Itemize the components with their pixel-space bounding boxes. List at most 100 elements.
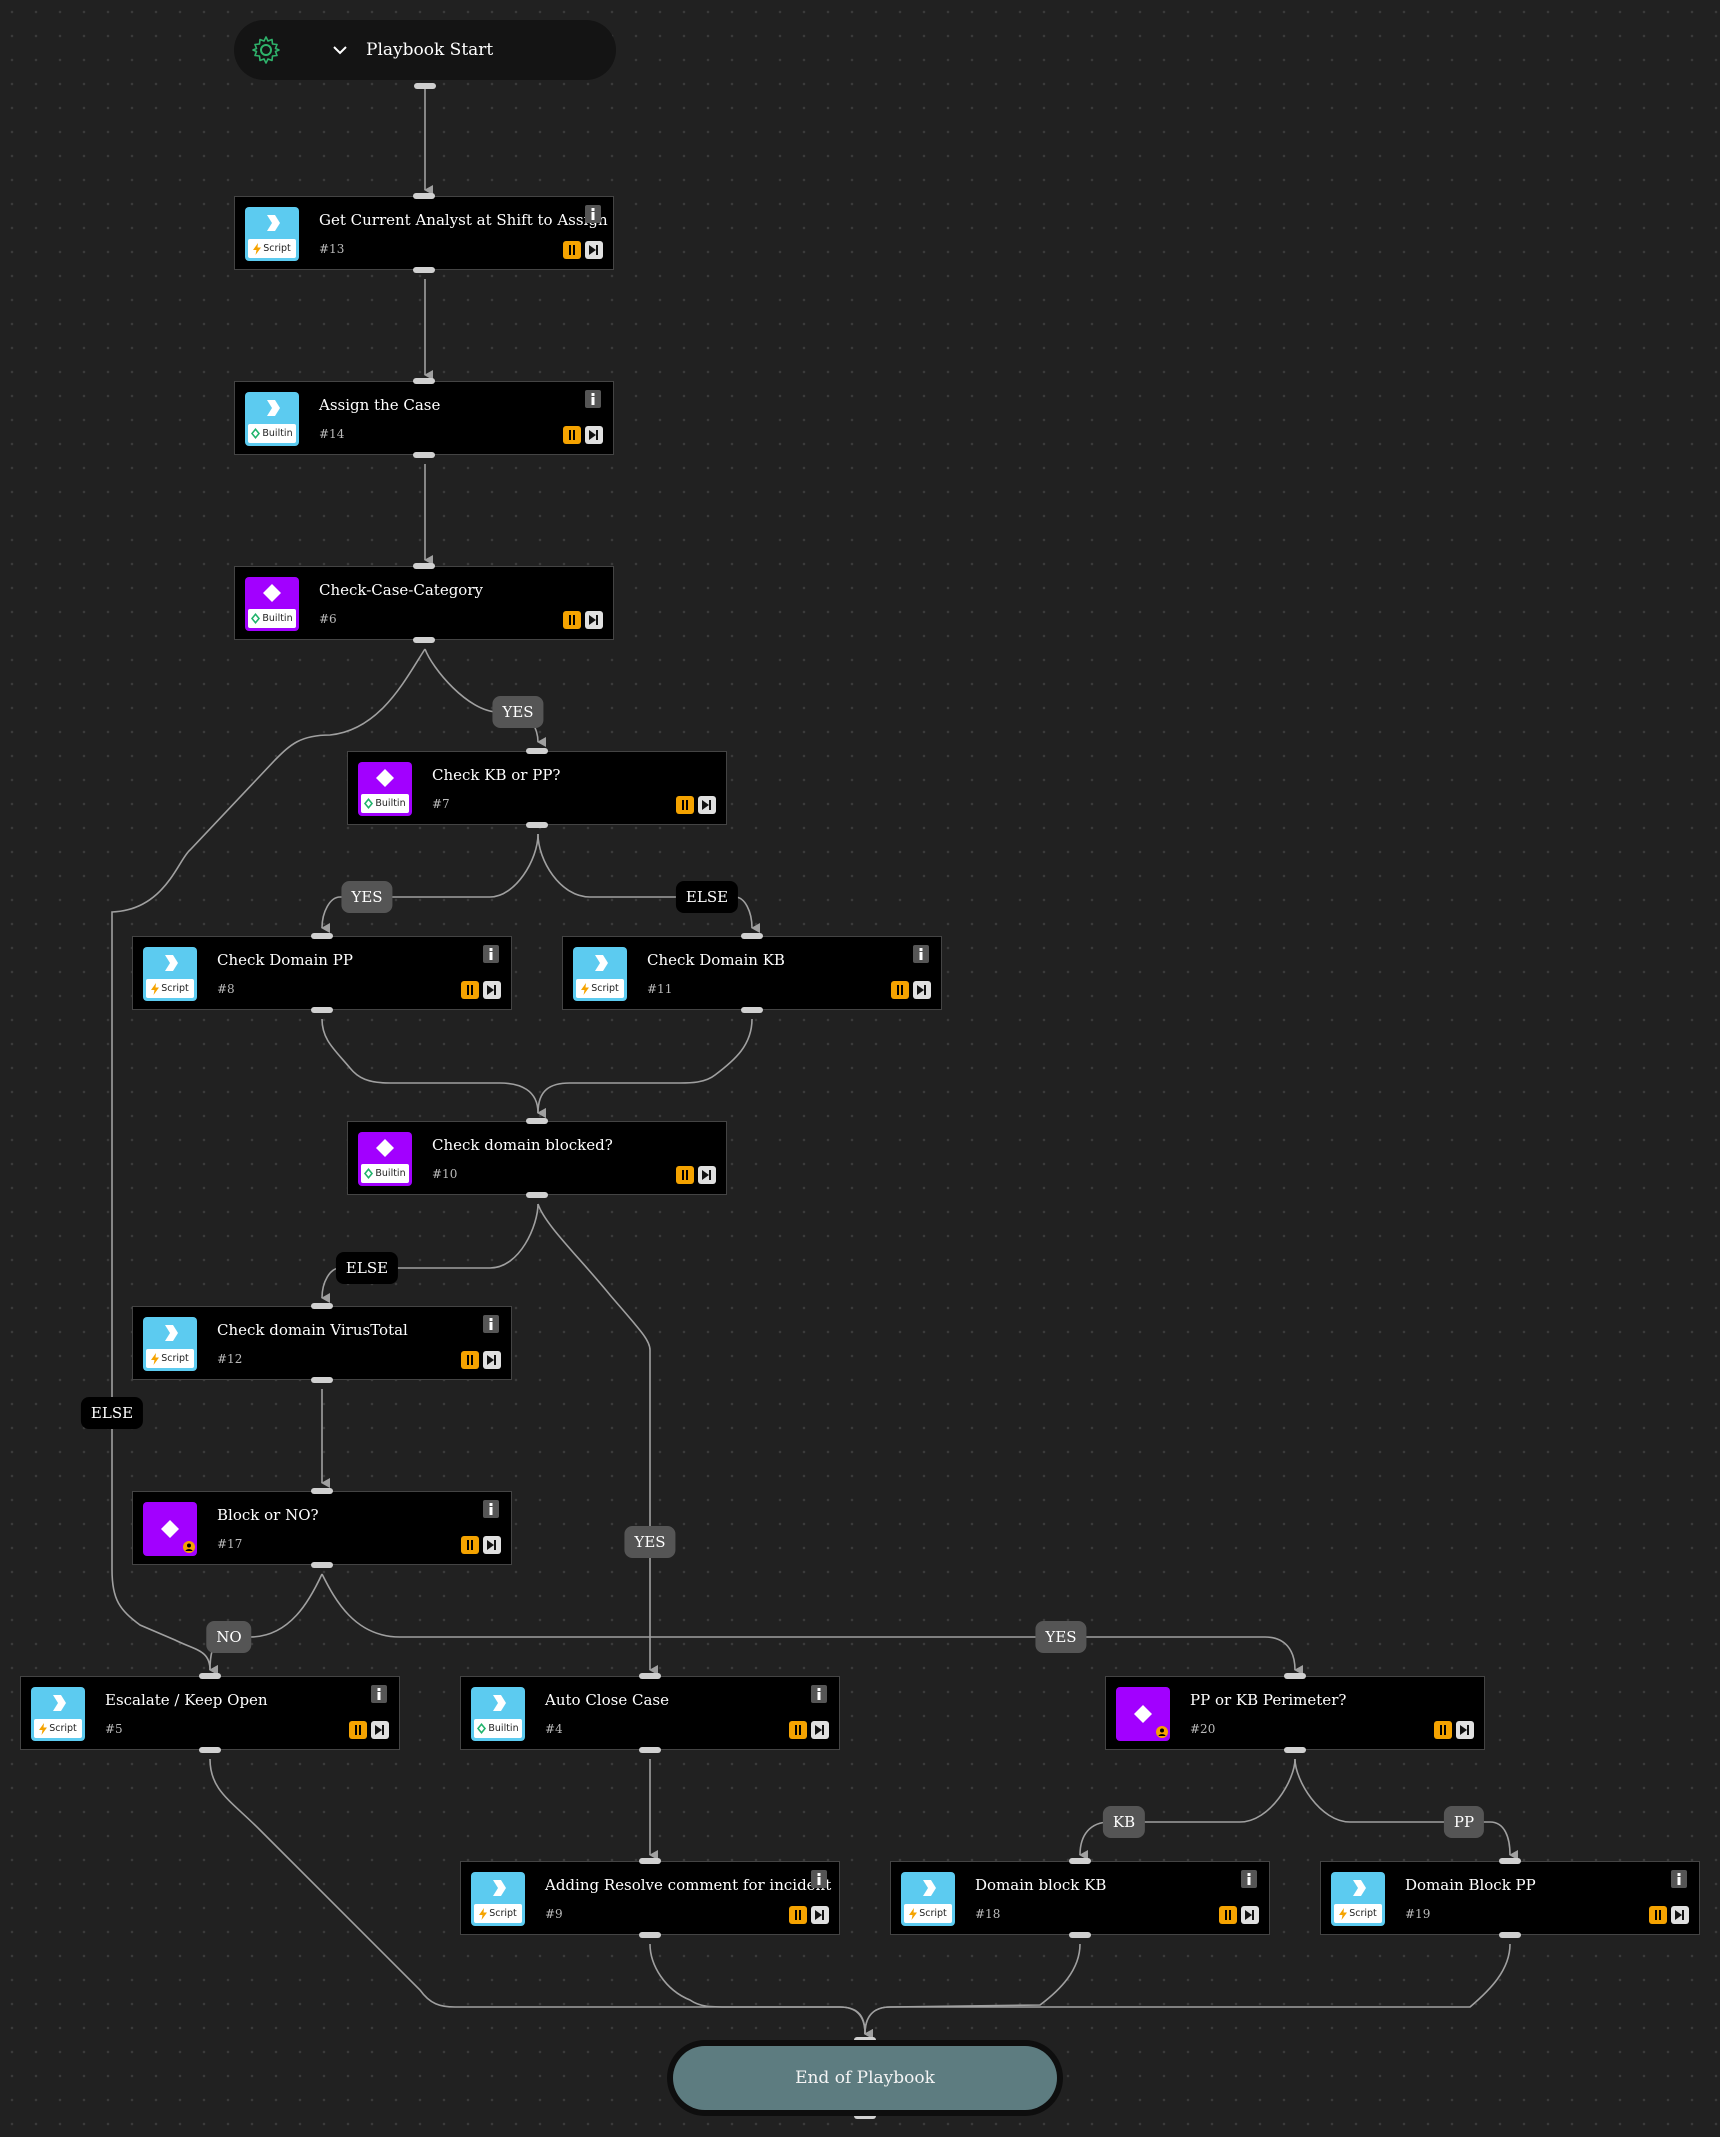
breakpoint-icon[interactable] xyxy=(1434,1721,1452,1739)
info-icon[interactable] xyxy=(1671,1870,1687,1888)
output-port[interactable] xyxy=(1284,1747,1306,1753)
skip-icon[interactable] xyxy=(585,426,603,444)
input-port[interactable] xyxy=(199,1673,221,1679)
info-icon[interactable] xyxy=(585,205,601,223)
chevron-down-icon[interactable] xyxy=(330,40,350,60)
breakpoint-icon[interactable] xyxy=(676,796,694,814)
breakpoint-icon[interactable] xyxy=(1219,1906,1237,1924)
skip-icon[interactable] xyxy=(698,1166,716,1184)
end-of-playbook-node[interactable]: End of Playbook xyxy=(667,2040,1063,2116)
skip-icon[interactable] xyxy=(811,1906,829,1924)
input-port[interactable] xyxy=(311,933,333,939)
info-icon[interactable] xyxy=(483,1315,499,1333)
breakpoint-icon[interactable] xyxy=(461,981,479,999)
skip-icon[interactable] xyxy=(483,981,501,999)
output-port[interactable] xyxy=(1499,1932,1521,1938)
task-actions[interactable] xyxy=(563,426,603,444)
input-port[interactable] xyxy=(639,1673,661,1679)
task-node-17[interactable]: Block or NO?#17 xyxy=(132,1491,512,1565)
breakpoint-icon[interactable] xyxy=(1649,1906,1667,1924)
task-actions[interactable] xyxy=(1434,1721,1474,1739)
output-port[interactable] xyxy=(526,1192,548,1198)
task-actions[interactable] xyxy=(891,981,931,999)
output-port[interactable] xyxy=(311,1377,333,1383)
task-node-20[interactable]: PP or KB Perimeter?#20 xyxy=(1105,1676,1485,1750)
output-port[interactable] xyxy=(311,1007,333,1013)
output-port[interactable] xyxy=(639,1932,661,1938)
skip-icon[interactable] xyxy=(698,796,716,814)
input-port[interactable] xyxy=(639,1858,661,1864)
breakpoint-icon[interactable] xyxy=(563,611,581,629)
task-actions[interactable] xyxy=(461,981,501,999)
task-actions[interactable] xyxy=(563,611,603,629)
task-actions[interactable] xyxy=(1219,1906,1259,1924)
breakpoint-icon[interactable] xyxy=(789,1721,807,1739)
output-port[interactable] xyxy=(199,1747,221,1753)
input-port[interactable] xyxy=(1069,1858,1091,1864)
task-actions[interactable] xyxy=(563,241,603,259)
playbook-start-node[interactable]: Playbook Start xyxy=(234,20,616,80)
breakpoint-icon[interactable] xyxy=(891,981,909,999)
skip-icon[interactable] xyxy=(1671,1906,1689,1924)
input-port[interactable] xyxy=(526,748,548,754)
input-port[interactable] xyxy=(311,1488,333,1494)
breakpoint-icon[interactable] xyxy=(461,1536,479,1554)
skip-icon[interactable] xyxy=(371,1721,389,1739)
info-icon[interactable] xyxy=(811,1685,827,1703)
task-actions[interactable] xyxy=(1649,1906,1689,1924)
output-port[interactable] xyxy=(413,452,435,458)
skip-icon[interactable] xyxy=(1456,1721,1474,1739)
input-port[interactable] xyxy=(526,1118,548,1124)
breakpoint-icon[interactable] xyxy=(789,1906,807,1924)
info-icon[interactable] xyxy=(913,945,929,963)
task-actions[interactable] xyxy=(789,1906,829,1924)
input-port[interactable] xyxy=(741,933,763,939)
gear-icon[interactable] xyxy=(250,34,282,66)
breakpoint-icon[interactable] xyxy=(349,1721,367,1739)
breakpoint-icon[interactable] xyxy=(461,1351,479,1369)
output-port[interactable] xyxy=(414,83,436,89)
task-actions[interactable] xyxy=(789,1721,829,1739)
output-port[interactable] xyxy=(413,267,435,273)
output-port[interactable] xyxy=(639,1747,661,1753)
task-actions[interactable] xyxy=(676,796,716,814)
skip-icon[interactable] xyxy=(585,611,603,629)
info-icon[interactable] xyxy=(1241,1870,1257,1888)
input-port[interactable] xyxy=(1499,1858,1521,1864)
info-icon[interactable] xyxy=(585,390,601,408)
output-port[interactable] xyxy=(741,1007,763,1013)
skip-icon[interactable] xyxy=(483,1351,501,1369)
skip-icon[interactable] xyxy=(1241,1906,1259,1924)
output-port[interactable] xyxy=(311,1562,333,1568)
info-icon[interactable] xyxy=(483,1500,499,1518)
breakpoint-icon[interactable] xyxy=(563,241,581,259)
input-port[interactable] xyxy=(311,1303,333,1309)
breakpoint-icon[interactable] xyxy=(676,1166,694,1184)
task-actions[interactable] xyxy=(349,1721,389,1739)
task-actions[interactable] xyxy=(676,1166,716,1184)
input-port[interactable] xyxy=(413,378,435,384)
output-port[interactable] xyxy=(526,822,548,828)
skip-icon[interactable] xyxy=(811,1721,829,1739)
task-actions[interactable] xyxy=(461,1536,501,1554)
output-port[interactable] xyxy=(854,2113,876,2119)
input-port[interactable] xyxy=(1284,1673,1306,1679)
skip-icon[interactable] xyxy=(913,981,931,999)
output-port[interactable] xyxy=(413,637,435,643)
info-icon[interactable] xyxy=(811,1870,827,1888)
skip-icon[interactable] xyxy=(483,1536,501,1554)
